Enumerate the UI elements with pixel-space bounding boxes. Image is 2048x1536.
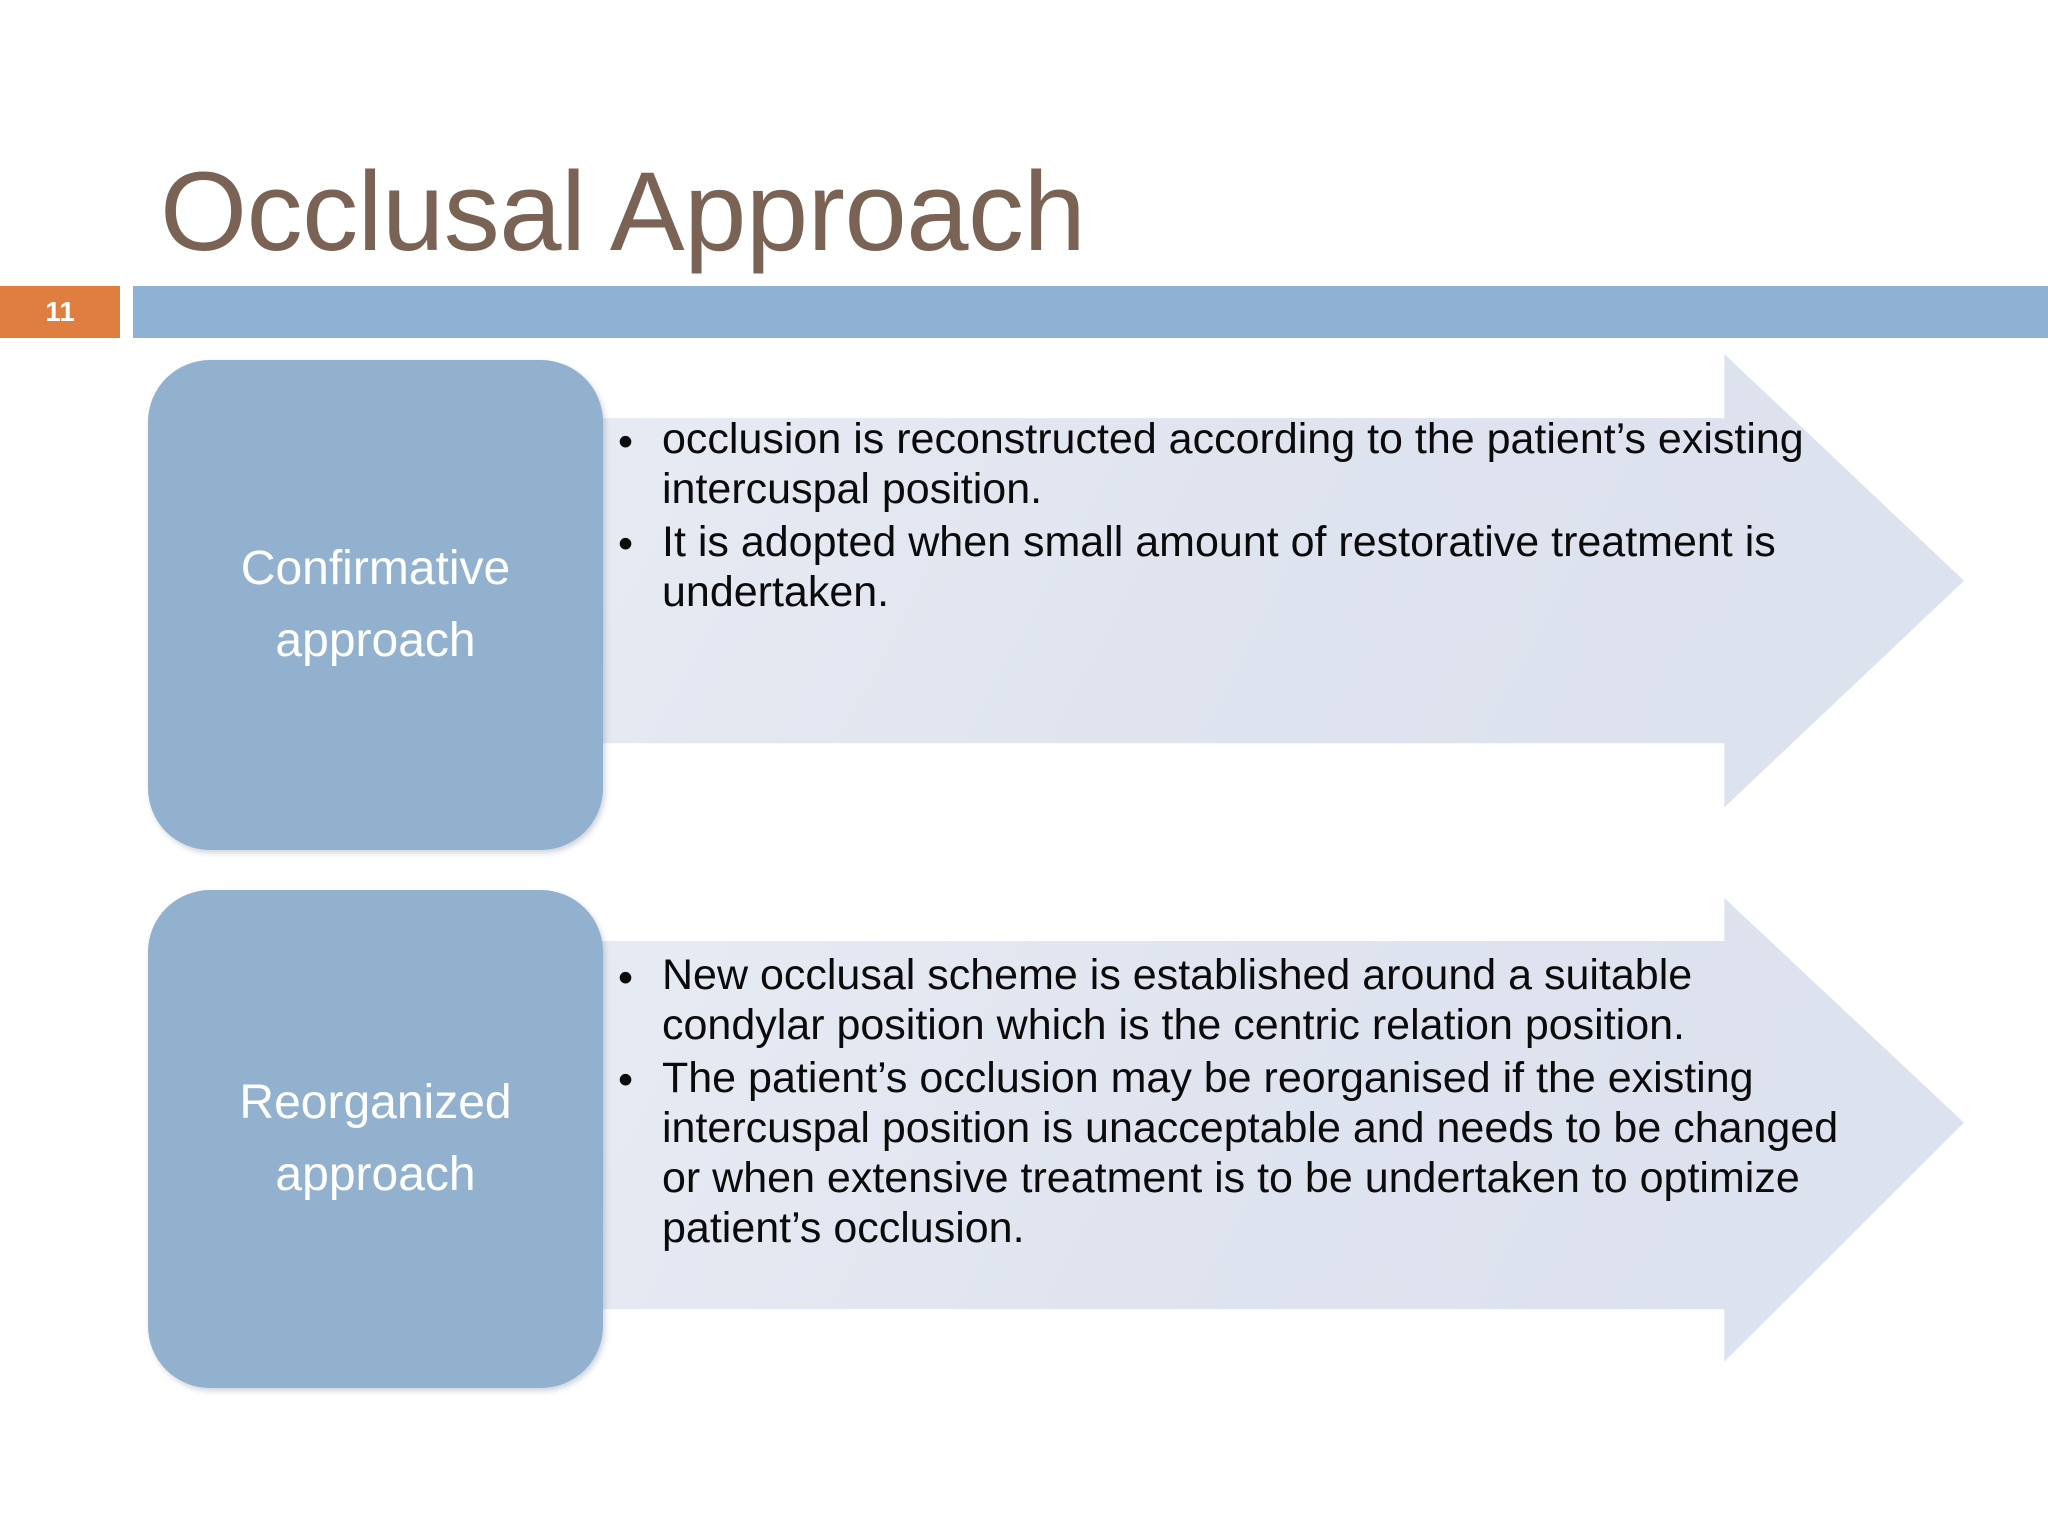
header-divider-band [133,286,2048,338]
bullet-marker-icon: • [618,520,634,569]
chip-reorganized-approach[interactable]: Reorganized approach [148,890,603,1388]
approach-row-reorganized: Reorganized approach • New occlusal sche… [0,888,2048,1388]
bullet-text: It is adopted when small amount of resto… [662,517,1776,616]
arrow-shape-2 [602,898,1964,1362]
page-number-label: 11 [45,296,75,327]
chip-confirmative-approach[interactable]: Confirmative approach [148,360,603,850]
bullet-text: New occlusal scheme is established aroun… [662,951,1693,1050]
bullet-text: occlusion is reconstructed according to … [662,415,1804,514]
list-item: • The patient’s occlusion may be reorgan… [614,1053,1844,1254]
bullet-list-2: • New occlusal scheme is established aro… [614,950,1844,1256]
approach-row-confirmative: Confirmative approach • occlusion is rec… [0,352,2048,852]
list-item: • New occlusal scheme is established aro… [614,950,1844,1051]
bullet-list-1: • occlusion is reconstructed according t… [614,414,1844,619]
chip-label-line-1: Reorganized [239,1076,512,1129]
chip-label-line-1: Confirmative [240,542,511,595]
list-item: • occlusion is reconstructed according t… [614,414,1844,515]
list-item: • It is adopted when small amount of res… [614,517,1844,618]
bullet-marker-icon: • [618,953,634,1002]
bullet-text: The patient’s occlusion may be reorganis… [662,1053,1839,1253]
bullet-marker-icon: • [618,417,634,466]
arrow-shape-1 [602,354,1964,808]
chip-label-line-2: approach [275,614,476,667]
chip-label-line-2: approach [275,1148,476,1201]
bullet-marker-icon: • [618,1056,634,1105]
page-title: Occlusal Approach [160,149,1086,275]
page-number-badge: 11 [0,286,120,338]
